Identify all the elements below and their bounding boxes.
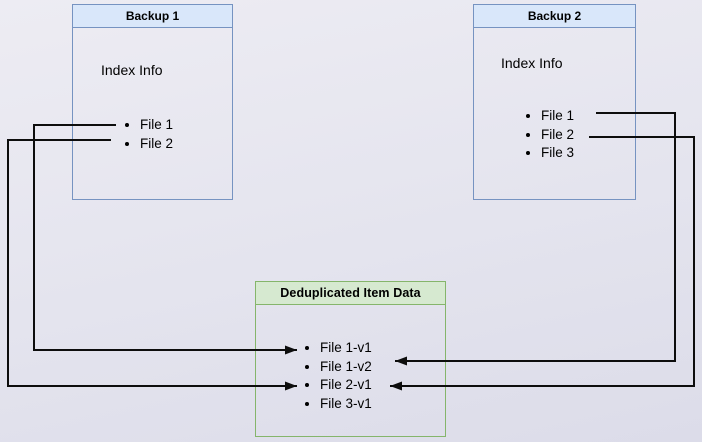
file-list-item: File 1-v2 (320, 358, 372, 377)
backup2-title: Backup 2 (474, 5, 635, 28)
backup2-file-list: File 1File 2File 3 (474, 107, 574, 163)
file-list-item: File 1 (140, 116, 173, 135)
file-list-item: File 1-v1 (320, 339, 372, 358)
backup1-box: Backup 1 Index Info File 1File 2 (72, 4, 233, 200)
backup1-index-info-label: Index Info (101, 62, 163, 78)
file-list-item: File 2 (541, 126, 574, 145)
dedup-file-list: File 1-v1File 1-v2File 2-v1File 3-v1 (256, 339, 372, 413)
backup2-body: Index Info File 1File 2File 3 (474, 28, 635, 199)
backup1-title: Backup 1 (73, 5, 232, 28)
dedup-title: Deduplicated Item Data (256, 282, 445, 305)
file-list-item: File 3-v1 (320, 395, 372, 414)
backup2-box: Backup 2 Index Info File 1File 2File 3 (473, 4, 636, 200)
file-list-item: File 3 (541, 144, 574, 163)
backup1-file-list: File 1File 2 (73, 116, 173, 153)
backup1-body: Index Info File 1File 2 (73, 28, 232, 199)
file-list-item: File 2 (140, 135, 173, 154)
file-list-item: File 1 (541, 107, 574, 126)
deduplicated-item-data-box: Deduplicated Item Data File 1-v1File 1-v… (255, 281, 446, 437)
file-list-item: File 2-v1 (320, 376, 372, 395)
dedup-body: File 1-v1File 1-v2File 2-v1File 3-v1 (256, 305, 445, 436)
backup2-index-info-label: Index Info (501, 55, 563, 71)
